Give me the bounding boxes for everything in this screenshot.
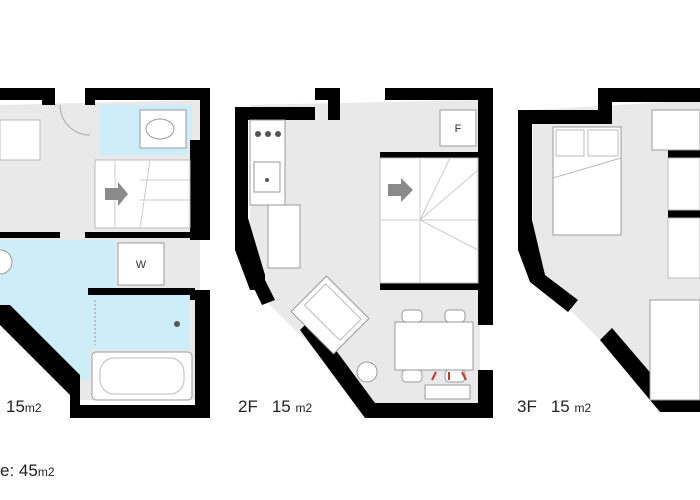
floor-2-stove-burner-3 bbox=[275, 131, 281, 137]
floor-2-stove-burner-1 bbox=[255, 131, 261, 137]
floor-2-sink bbox=[253, 161, 281, 193]
floor-1-stairs bbox=[94, 159, 191, 229]
floor-1-area-label: 15m2 bbox=[6, 397, 42, 417]
floor-1-door-arc bbox=[59, 104, 91, 136]
floor-2-sofa bbox=[290, 275, 370, 355]
floor-3-area-value: 15 bbox=[550, 397, 570, 416]
floor-1-cabinet bbox=[0, 119, 41, 161]
floor-2-dining-table bbox=[394, 321, 474, 371]
floor-2-stove-burner-2 bbox=[265, 131, 271, 137]
floor-3-stairs bbox=[667, 157, 700, 211]
floor-2-sink-drain bbox=[265, 178, 269, 182]
floor-2-name: 2F bbox=[238, 397, 258, 416]
total-area-value: 45 bbox=[18, 461, 38, 480]
floor-1-stair-arrow-icon bbox=[105, 182, 128, 206]
floor-1-toilet-bowl bbox=[145, 118, 175, 140]
floor-3-walls bbox=[518, 88, 700, 412]
floor-2-chair-1 bbox=[401, 309, 423, 323]
floor-3-name: 3F bbox=[517, 397, 537, 416]
floor-2-label: 2F 15 m2 bbox=[238, 397, 312, 417]
floor-3-wardrobe bbox=[649, 299, 700, 401]
floor-3-pillow-2 bbox=[587, 129, 619, 157]
floor-1-washer-label: W bbox=[136, 259, 147, 271]
floor-2-chair-3 bbox=[401, 369, 423, 383]
floor-3-pillow-1 bbox=[555, 129, 585, 157]
floor-1-area-value: 15 bbox=[6, 397, 25, 416]
floor-1-plan: W bbox=[0, 88, 210, 418]
floor-1-shower-head bbox=[174, 321, 180, 327]
floor-3-desk bbox=[651, 109, 700, 151]
floor-3-area-unit: m2 bbox=[574, 401, 592, 415]
floor-2-heater bbox=[424, 384, 471, 400]
floor-3-label: 3F 15 m2 bbox=[517, 397, 591, 417]
floor-2-stair-arrow-icon bbox=[388, 178, 413, 202]
floor-2-area-value: 15 bbox=[271, 397, 291, 416]
floor-2-side-table bbox=[356, 361, 378, 383]
floor-2-area-unit: m2 bbox=[295, 401, 313, 415]
floor-2-shelf bbox=[267, 204, 301, 269]
floor-1-bathtub-inner bbox=[99, 357, 185, 395]
total-area-prefix: e: bbox=[0, 461, 19, 480]
floor-2-fridge-label: F bbox=[455, 123, 462, 135]
floor-2-plan: F bbox=[235, 88, 493, 418]
floor-3-plan bbox=[518, 88, 700, 412]
floor-2-fridge-box bbox=[439, 109, 477, 147]
total-area-unit: m2 bbox=[37, 465, 55, 479]
floor-2-chair-2 bbox=[444, 309, 466, 323]
floor-2-heater-arrows bbox=[431, 371, 467, 381]
total-area-label: e: 45m2 bbox=[0, 461, 55, 481]
floor-1-washer-box bbox=[117, 242, 165, 286]
floor-1-basin bbox=[0, 249, 13, 275]
floor-1-area-unit: m2 bbox=[24, 401, 42, 415]
floor-3-bed-fold bbox=[552, 157, 622, 179]
floor-3-stairs-lower bbox=[667, 217, 700, 279]
floor-2-stair-lines bbox=[380, 157, 479, 283]
